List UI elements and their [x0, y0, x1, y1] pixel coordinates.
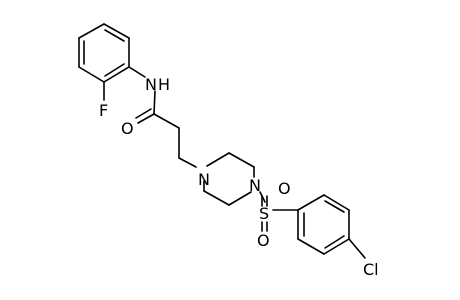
chlorine-label: Cl: [363, 260, 379, 279]
bond: [206, 152, 230, 167]
sulfur-label: S: [259, 204, 269, 223]
bond: [323, 194, 350, 211]
double-bond-inner: [104, 29, 125, 42]
sulfonyl-oxygen-bottom-label: O: [257, 231, 270, 250]
piperazine-n4-label: N: [249, 176, 261, 195]
c-n-bond: [128, 66, 146, 78]
chain-bond: [153, 113, 180, 129]
bond: [323, 238, 350, 255]
bond: [297, 238, 325, 255]
bond: [103, 23, 130, 39]
bond: [78, 23, 105, 39]
carbonyl-oxygen-label: O: [121, 119, 134, 138]
bond: [103, 66, 130, 83]
double-bond-inner: [324, 200, 345, 213]
piperazine-ring: [203, 152, 255, 206]
chlorophenyl-ring: [297, 194, 350, 255]
double-bond-inner: [104, 63, 125, 77]
n-c-bond: [153, 90, 156, 115]
piperazine-n1-label: N: [198, 170, 210, 189]
bond: [228, 152, 255, 168]
fluorine-label: F: [99, 101, 108, 120]
double-bond-inner: [324, 235, 345, 249]
bond: [78, 66, 105, 83]
sulfonyl-oxygen-top-label: O: [278, 179, 291, 198]
nh-nitrogen-label: N: [145, 75, 157, 94]
chain-bond: [178, 157, 197, 168]
fluorophenyl-ring: [78, 23, 130, 83]
carbonyl-bond: [137, 113, 155, 124]
c-cl-bond: [348, 238, 366, 259]
nh-hydrogen-label: H: [158, 75, 170, 94]
bond: [228, 191, 252, 206]
bond: [203, 190, 230, 206]
carbonyl-bond: [135, 108, 152, 119]
bond: [297, 194, 325, 211]
